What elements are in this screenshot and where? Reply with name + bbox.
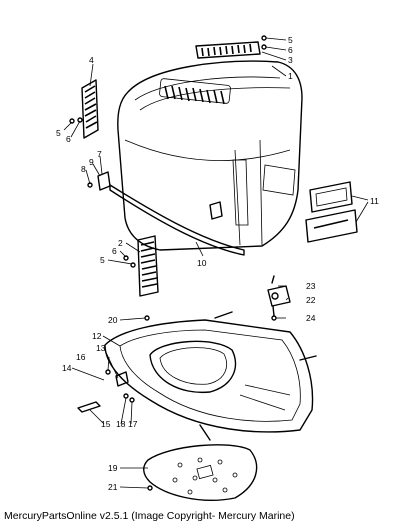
callout-10: 10 bbox=[197, 258, 207, 268]
callout-24: 24 bbox=[306, 313, 316, 323]
callout-16: 16 bbox=[76, 352, 86, 362]
callout-12: 12 bbox=[92, 331, 102, 341]
hardware bbox=[77, 369, 135, 413]
bottom-plate bbox=[143, 444, 258, 501]
callout-6-top: 6 bbox=[288, 45, 293, 55]
callout-23: 23 bbox=[306, 281, 316, 291]
callout-9: 9 bbox=[89, 157, 94, 167]
left-side-vent bbox=[81, 79, 99, 139]
callout-17: 17 bbox=[128, 419, 138, 429]
top-vent-grille bbox=[195, 41, 261, 59]
callout-2: 2 bbox=[118, 238, 123, 248]
callout-7: 7 bbox=[97, 149, 102, 159]
callout-11: 11 bbox=[370, 196, 379, 206]
callout-22: 22 bbox=[306, 295, 316, 305]
leader-lines bbox=[63, 37, 369, 489]
callout-20: 20 bbox=[108, 315, 118, 325]
callout-5-top: 5 bbox=[288, 35, 293, 45]
callout-6-left: 6 bbox=[66, 134, 71, 144]
callout-3: 3 bbox=[288, 55, 293, 65]
callout-6-lower: 6 bbox=[112, 246, 117, 256]
callout-15: 15 bbox=[101, 419, 111, 429]
decals bbox=[305, 181, 358, 243]
callout-13: 13 bbox=[96, 343, 106, 353]
bracket bbox=[267, 275, 291, 317]
callout-21: 21 bbox=[108, 482, 118, 492]
seal-strip bbox=[109, 184, 245, 256]
top-cowl bbox=[117, 60, 303, 251]
callout-18: 18 bbox=[116, 419, 126, 429]
callout-5-lower: 5 bbox=[100, 255, 105, 265]
lower-side-vent bbox=[137, 235, 159, 297]
callout-5-left: 5 bbox=[56, 128, 61, 138]
callout-8: 8 bbox=[81, 164, 86, 174]
callout-19: 19 bbox=[108, 463, 118, 473]
bottom-cowl bbox=[104, 311, 317, 441]
callout-4: 4 bbox=[89, 55, 94, 65]
copyright-caption: MercuryPartsOnline v2.5.1 (Image Copyrig… bbox=[4, 510, 295, 522]
callout-14: 14 bbox=[62, 363, 72, 373]
callout-1: 1 bbox=[288, 71, 293, 81]
callout-labels: 1 2 3 4 5 6 5 6 7 8 9 10 11 6 5 23 22 24… bbox=[56, 35, 379, 492]
